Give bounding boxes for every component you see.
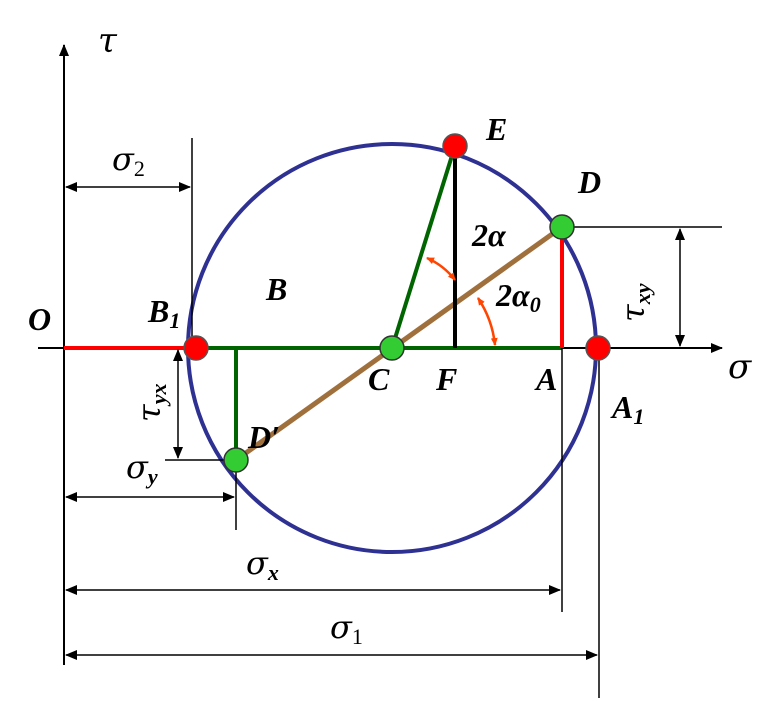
angle-arc-2alpha <box>426 256 456 281</box>
label-c: C <box>368 361 390 397</box>
label-sigma-1: σ1 <box>330 608 363 649</box>
label-d: D <box>577 164 601 200</box>
label-e: E <box>485 111 507 147</box>
radius-c-e <box>390 145 457 349</box>
label-b: B <box>265 271 287 307</box>
label-a1: A1 <box>610 389 644 429</box>
label-sigma-2: σ2 <box>112 140 145 181</box>
point-c <box>379 335 405 361</box>
angle-arc-2alpha0 <box>476 297 498 346</box>
label-tau-xy: τxy <box>614 283 655 322</box>
label-2alpha: 2α <box>471 217 507 253</box>
label-sigma-x: σx <box>246 544 279 585</box>
point-b1 <box>183 335 209 361</box>
label-tau-yx: τyx <box>130 384 171 422</box>
label-sigma-y: σy <box>126 448 158 489</box>
label-2alpha0: 2α0 <box>495 277 541 317</box>
tau-axis-label: τ <box>98 21 118 61</box>
point-dprime <box>223 447 249 473</box>
label-b1: B1 <box>147 293 180 333</box>
label-f: F <box>435 361 457 397</box>
label-a: A <box>534 361 557 397</box>
point-d <box>549 214 575 240</box>
origin-label: O <box>28 301 51 337</box>
point-a1 <box>585 335 611 361</box>
sigma-axis-label: σ <box>728 347 752 387</box>
label-dprime: D′ <box>247 419 280 455</box>
point-e <box>442 133 468 159</box>
